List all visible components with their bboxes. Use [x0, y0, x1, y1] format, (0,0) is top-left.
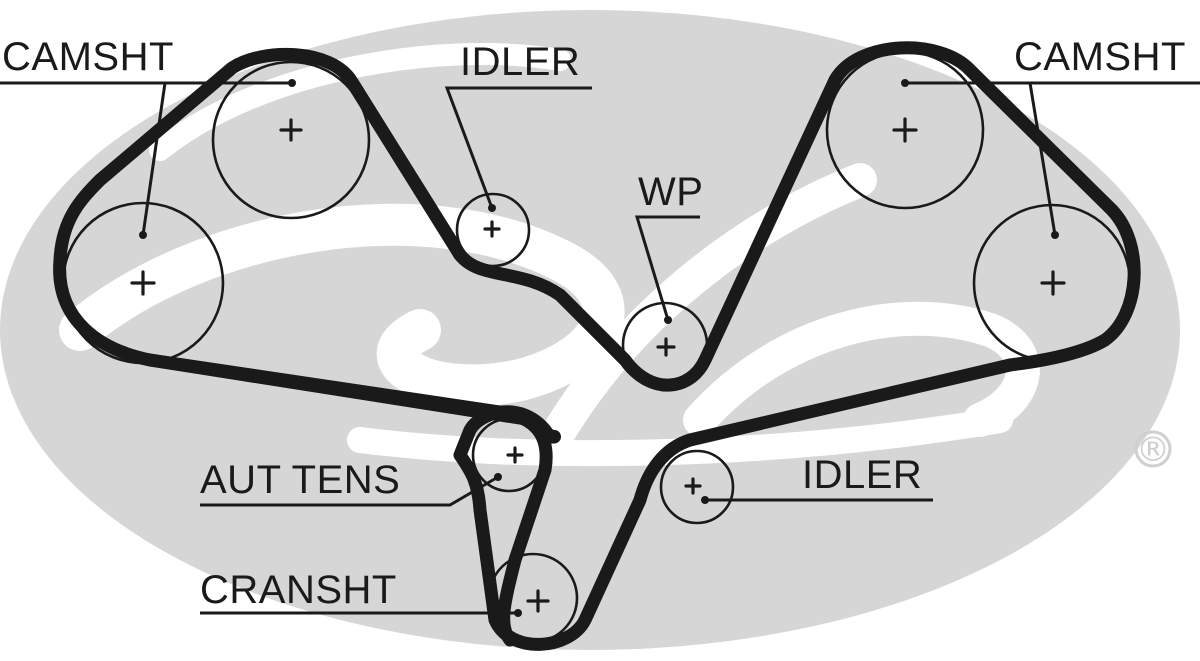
watermark-swoosh	[347, 407, 1013, 467]
label-idler-bottom: IDLER	[802, 453, 922, 497]
pulley-centers	[130, 117, 1066, 613]
watermark-letter-g	[59, 203, 625, 407]
center-mark-camshaft-left-upper	[279, 118, 303, 142]
label-aut-tens: AUT TENS	[200, 458, 400, 502]
leader-lines	[0, 79, 1200, 617]
center-mark-idler-top	[483, 220, 501, 238]
labels: CAMSHT IDLER CAMSHT WP AUT TENS IDLER CR…	[2, 35, 1186, 612]
center-mark-water-pump	[656, 337, 676, 357]
registered-mark: ®	[1136, 430, 1170, 470]
label-idler-top: IDLER	[460, 40, 580, 84]
label-wp: WP	[638, 170, 703, 214]
idler-pulley-bottom	[659, 449, 735, 525]
center-mark-camshaft-left-lower	[130, 270, 156, 296]
leader-camsht-left-lower	[141, 82, 167, 236]
label-cransht: CRANSHT	[200, 568, 397, 612]
leader-idler-top	[444, 86, 592, 209]
center-mark-camshaft-right-upper	[892, 117, 918, 143]
leader-wp	[634, 215, 700, 321]
center-mark-idler-bottom	[684, 477, 702, 495]
watermark-letter-a	[543, 163, 877, 447]
center-mark-camshaft-right-lower	[1040, 270, 1066, 296]
timing-belt	[53, 41, 1141, 651]
timing-belt-tensioner-loop	[143, 353, 553, 647]
camshaft-pulley-left-upper	[211, 60, 371, 220]
watermark-letter-e	[149, 43, 571, 161]
registered-mark-ring	[1134, 430, 1172, 468]
watermark-letter-t	[683, 301, 1040, 437]
center-mark-auto-tensioner	[506, 446, 524, 464]
center-mark-crankshaft	[526, 589, 550, 613]
leader-aut-tens	[200, 475, 499, 507]
leader-camsht-right-lower	[1028, 82, 1057, 236]
label-camsht-right: CAMSHT	[1014, 35, 1186, 79]
label-camsht-left: CAMSHT	[2, 35, 174, 79]
